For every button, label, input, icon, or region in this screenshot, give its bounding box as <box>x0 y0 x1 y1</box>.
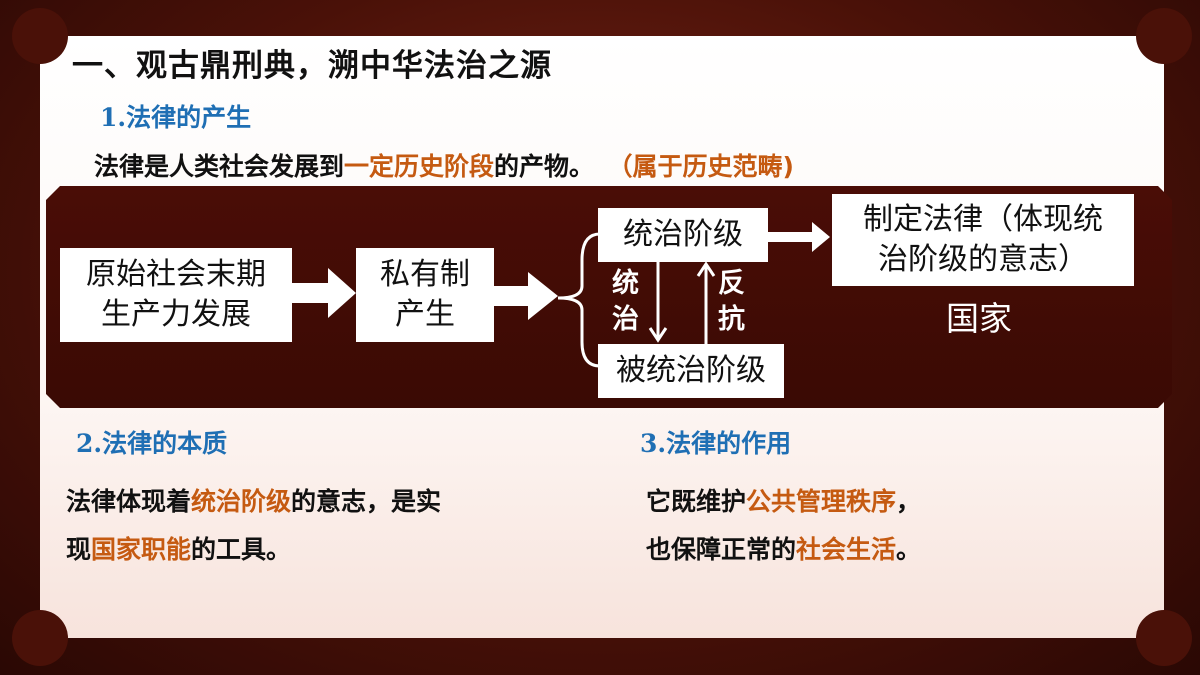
s3-p1-pre: 它既维护 <box>646 487 747 516</box>
box1-line1: 原始社会末期 <box>86 257 266 292</box>
statement-post: 的产物。 <box>494 152 595 181</box>
law-line2: 治阶级的意志） <box>878 242 1088 277</box>
box-ruled-class: 被统治阶级 <box>598 344 784 398</box>
card-corner-tr <box>1136 8 1192 64</box>
arrow-right-3 <box>768 222 830 252</box>
resist-char-1: 反 <box>718 268 745 299</box>
card-corner-tl <box>12 8 68 64</box>
arrow-down-icon <box>648 262 668 343</box>
bracket-icon <box>557 232 601 368</box>
box2-line2: 产生 <box>395 297 455 332</box>
s3-p2-post: 。 <box>896 535 922 564</box>
rule-char-2: 治 <box>612 304 639 335</box>
section3-text: 它既维护公共管理秩序， 也保障正常的社会生活。 <box>646 478 921 574</box>
statement-pre: 法律是人类社会发展到 <box>94 152 345 181</box>
section1-heading: 1.法律的产生 <box>100 103 252 132</box>
s2-p2-highlight: 国家职能 <box>91 535 192 564</box>
statement-note: （属于历史范畴) <box>620 152 794 181</box>
s2-p2-pre: 现 <box>66 535 92 564</box>
law-line1: 制定法律（体现统 <box>863 202 1103 237</box>
page-title: 一、观古鼎刑典，溯中华法治之源 <box>72 48 552 84</box>
s2-p1-highlight: 统治阶级 <box>191 487 292 516</box>
resist-char-2: 抗 <box>718 304 745 335</box>
card-corner-br <box>1136 610 1192 666</box>
state-label: 国家 <box>946 299 1012 338</box>
box-ruling-class: 统治阶级 <box>598 208 768 262</box>
rule-char-1: 统 <box>612 268 639 299</box>
s3-p2-highlight: 社会生活 <box>796 535 897 564</box>
s2-p1-post: 的意志，是实 <box>291 487 442 516</box>
s3-p2-pre: 也保障正常的 <box>646 535 797 564</box>
arrow-up-icon <box>696 262 716 344</box>
card-corner-bl <box>12 610 68 666</box>
rule-label: 统 治 <box>612 266 639 338</box>
section2-heading: 2.法律的本质 <box>76 429 228 458</box>
ruled-class-label: 被统治阶级 <box>616 353 766 388</box>
ruling-class-label: 统治阶级 <box>623 217 743 252</box>
arrow-right-1 <box>292 268 356 318</box>
arrow-right-2 <box>494 272 558 320</box>
section1-statement: 法律是人类社会发展到一定历史阶段的产物。 （属于历史范畴) <box>94 147 794 183</box>
box-primitive-society: 原始社会末期 生产力发展 <box>60 248 292 342</box>
s2-p2-post: 的工具。 <box>191 535 292 564</box>
box-make-law: 制定法律（体现统 治阶级的意志） <box>832 194 1134 286</box>
resist-label: 反 抗 <box>718 266 745 338</box>
s3-p1-highlight: 公共管理秩序 <box>746 487 897 516</box>
s2-p1-pre: 法律体现着 <box>66 487 192 516</box>
section2-text: 法律体现着统治阶级的意志，是实 现国家职能的工具。 <box>66 478 441 574</box>
box1-line2: 生产力发展 <box>101 297 251 332</box>
s3-p1-post: ， <box>896 487 922 516</box>
box-private-ownership: 私有制 产生 <box>356 248 494 342</box>
box2-line1: 私有制 <box>380 257 470 292</box>
section3-heading: 3.法律的作用 <box>640 429 792 458</box>
statement-highlight: 一定历史阶段 <box>344 152 495 181</box>
